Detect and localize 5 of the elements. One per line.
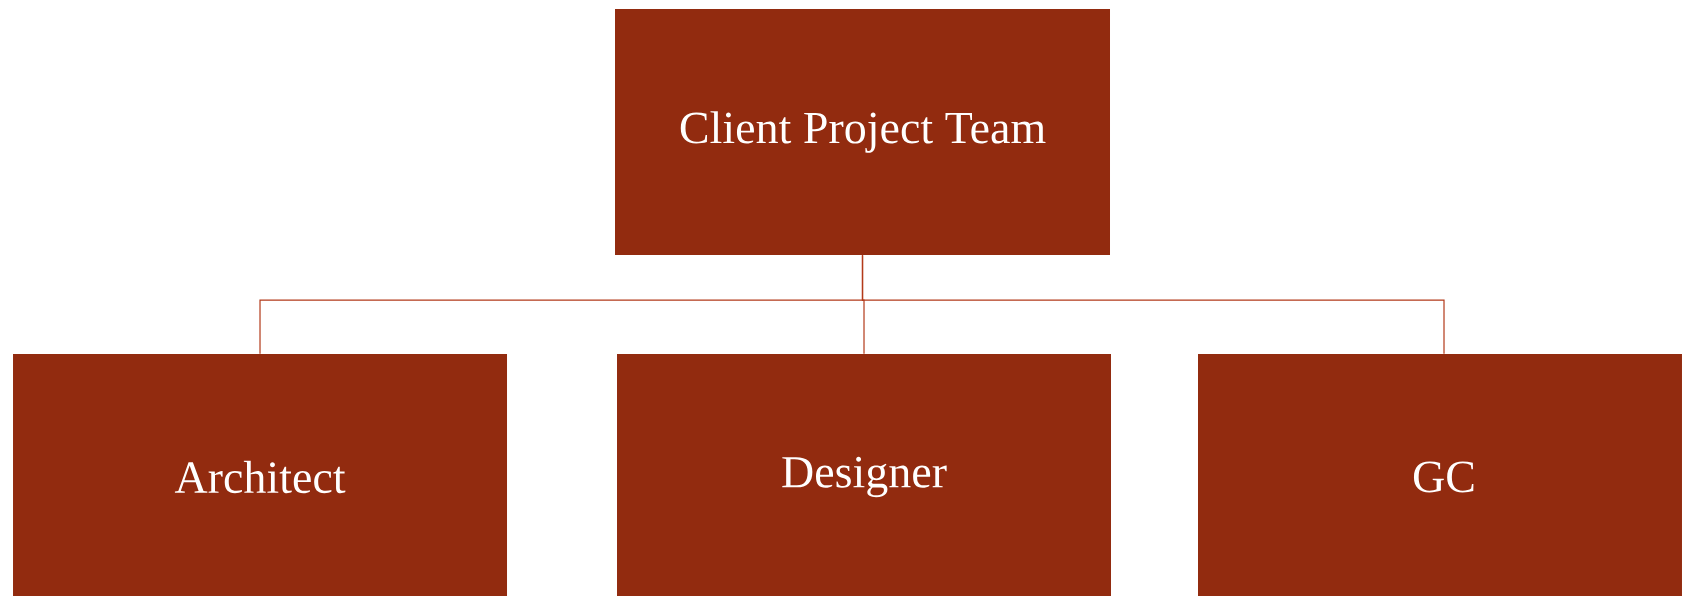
org-box: Architect xyxy=(13,354,507,596)
org-box: GC xyxy=(1198,354,1682,596)
org-box: Client Project Team xyxy=(615,9,1110,255)
connector-line xyxy=(861,254,1445,355)
org-box: Designer xyxy=(617,354,1111,596)
